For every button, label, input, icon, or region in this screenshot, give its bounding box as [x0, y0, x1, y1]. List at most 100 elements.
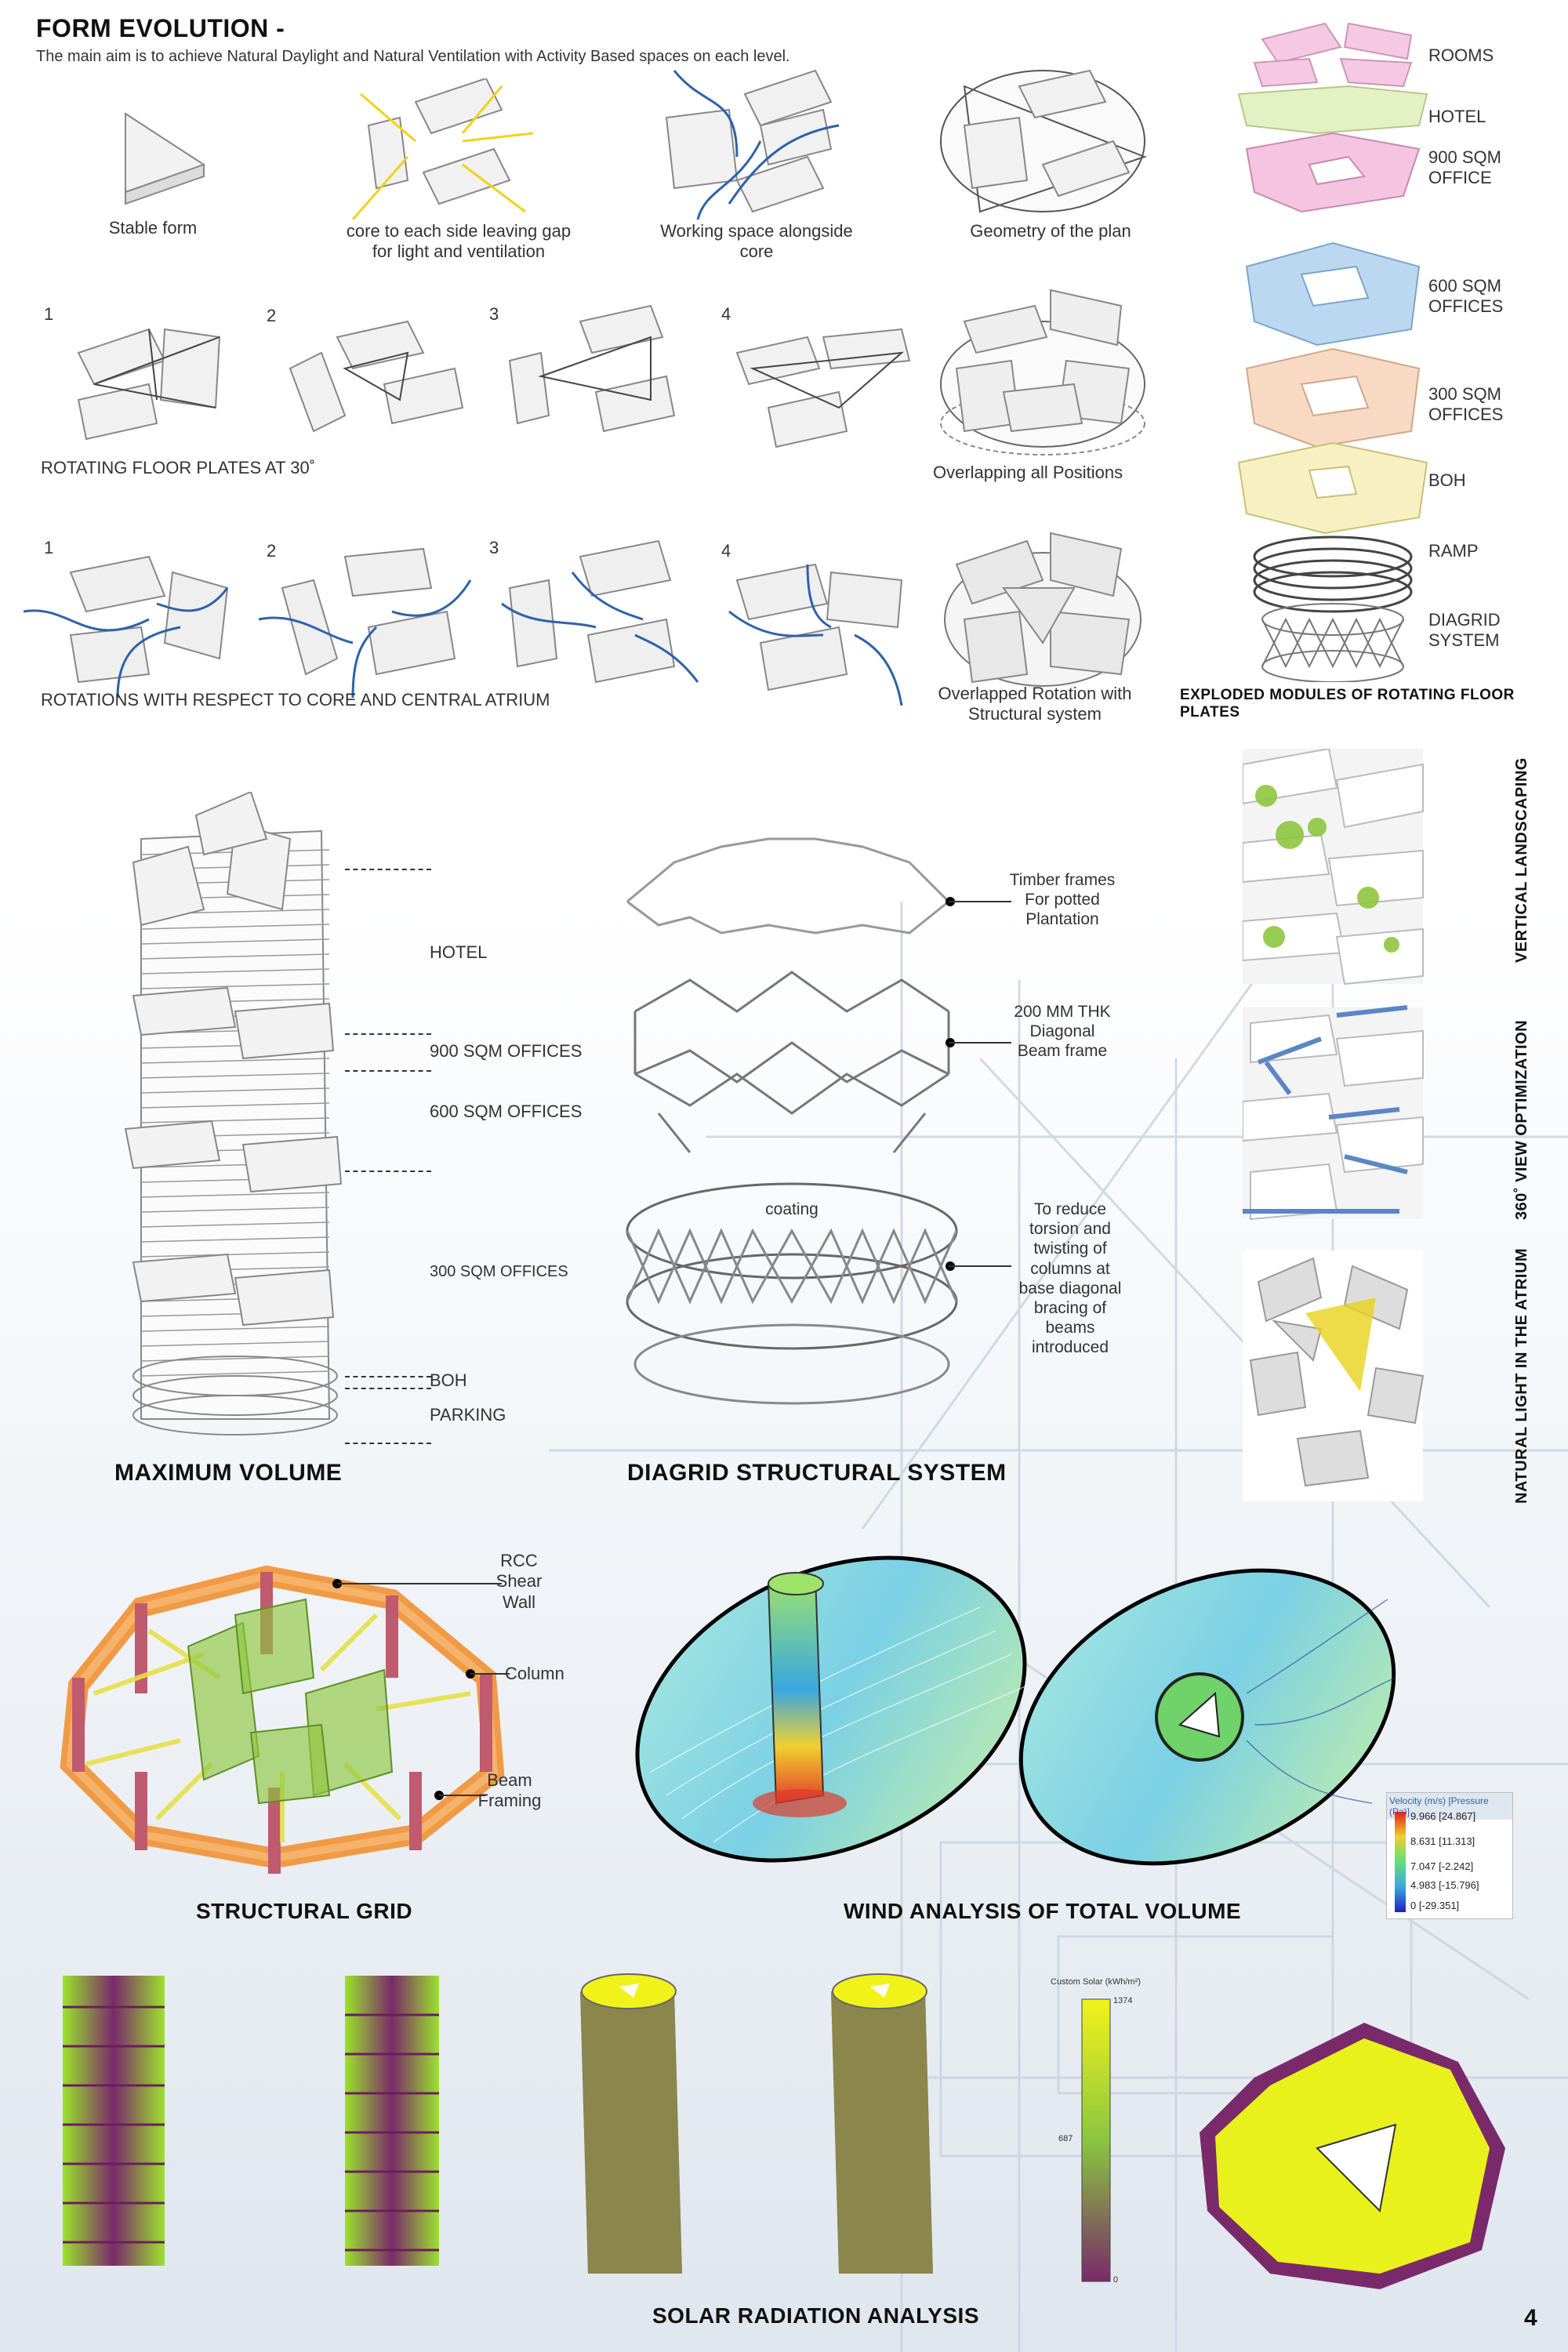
wind-legend-value-2: 8.631 [11.313] — [1410, 1835, 1475, 1847]
structural-label-column: Column — [505, 1664, 564, 1683]
solar-legend-min: 0 — [1113, 2275, 1119, 2285]
diagrid-torsion-label: To reduce torsion and twisting of column… — [1018, 1200, 1122, 1357]
core-rotation-number-4: 4 — [721, 541, 731, 561]
tower-floor-line — [140, 1236, 330, 1243]
tower-floor-line — [140, 1326, 330, 1332]
exploded-modules-title: EXPLODED MODULES OF ROTATING FLOOR PLATE… — [1180, 687, 1515, 720]
tower-floor-line — [140, 1251, 330, 1258]
overlapping-positions-diagram — [940, 289, 1145, 456]
rotation-number-3: 3 — [489, 304, 499, 324]
exploded-label-rooms: ROOMS — [1428, 45, 1494, 65]
level-marker-hotel-bottom — [345, 1033, 431, 1035]
tower-floor-line — [140, 1058, 330, 1064]
maximum-volume-tower — [124, 792, 343, 1436]
structural-label-beam: Beam Framing — [477, 1770, 542, 1811]
natural-light-label: NATURAL LIGHT IN THE ATRIUM — [1513, 1247, 1530, 1504]
exploded-label-600-offices: 600 SQM OFFICES — [1428, 276, 1504, 317]
tower-floor-line — [140, 1341, 330, 1347]
level-marker-hotel-top — [345, 869, 431, 870]
rotations-core-label: ROTATIONS WITH RESPECT TO CORE AND CENTR… — [41, 690, 550, 710]
rotation-number-4: 4 — [721, 304, 731, 324]
overlapped-rotation-diagram — [944, 532, 1142, 687]
exploded-label-300-offices: 300 SQM OFFICES — [1428, 384, 1504, 425]
structural-grid-title: STRUCTURAL GRID — [196, 1899, 413, 1923]
wind-analysis-renders — [635, 1555, 1396, 1866]
tower-floor-line — [140, 1102, 330, 1109]
diagrid-beam-label: 200 MM THK Diagonal Beam frame — [1014, 1003, 1111, 1061]
page-number: 4 — [1524, 2305, 1538, 2331]
tower-floor-line — [140, 1087, 330, 1094]
tower-floor-line — [140, 968, 330, 975]
diagrid-coating-label: coating — [765, 1200, 818, 1218]
wind-legend-value-5: 0 [-29.351] — [1410, 1900, 1460, 1911]
wind-legend: Velocity (m/s) [Pressure (Pa)] 9.966 [24… — [1386, 1792, 1513, 1919]
core-rotation-number-2: 2 — [267, 541, 277, 561]
plan-geometry-label: Geometry of the plan — [970, 221, 1131, 241]
diagrid-timber-label: Timber frames For potted Plantation — [1009, 871, 1116, 929]
wind-legend-title: Velocity (m/s) [Pressure (Pa)] — [1387, 1793, 1512, 1820]
plan-geometry-diagram — [940, 69, 1147, 213]
max-volume-label-parking: PARKING — [430, 1405, 506, 1425]
tower-floor-line — [140, 1221, 330, 1228]
core-rotation-number-3: 3 — [489, 538, 499, 557]
wind-legend-value-3: 7.047 [-2.242] — [1410, 1860, 1474, 1872]
tower-floor-line — [140, 1117, 330, 1123]
level-marker-parking — [345, 1443, 431, 1444]
stable-form-diagram — [125, 112, 206, 205]
tower-floor-line — [140, 1207, 330, 1213]
level-marker-900 — [345, 1070, 431, 1072]
working-space-label: Working space alongside core — [660, 221, 853, 262]
level-marker-boh — [345, 1388, 431, 1389]
level-marker-600 — [345, 1171, 431, 1172]
tower-floor-line — [140, 953, 330, 960]
overlapping-positions-label: Overlapping all Positions — [933, 463, 1123, 482]
diagrid-structural-diagram — [626, 837, 958, 1405]
rotation-number-2: 2 — [267, 306, 277, 325]
wind-legend-bar — [1395, 1812, 1406, 1912]
exploded-modules-diagram — [1237, 22, 1428, 682]
overlapped-rotation-label: Overlapped Rotation with Structural syst… — [938, 684, 1132, 724]
solar-legend-max: 1374 — [1113, 1996, 1133, 2005]
solar-legend-title: Custom Solar (kWh/m²) — [1051, 1977, 1141, 1987]
solar-radiation-title: SOLAR RADIATION ANALYSIS — [652, 2303, 979, 2328]
level-marker-300 — [345, 1376, 431, 1377]
rotation-number-1: 1 — [44, 304, 54, 324]
exploded-label-900-office: 900 SQM OFFICE — [1428, 147, 1501, 188]
view-optimization-label: 360˚ VIEW OPTIMIZATION — [1513, 1019, 1530, 1220]
max-volume-label-300: 300 SQM OFFICES — [430, 1263, 568, 1280]
tower-floor-line — [140, 924, 330, 930]
core-rotation-number-1: 1 — [44, 538, 54, 557]
tower-floor-line — [140, 1073, 330, 1079]
solar-legend-mid: 687 — [1058, 2134, 1073, 2143]
diagrid-leader-lines — [949, 901, 1011, 1267]
wind-legend-value-4: 4.983 [-15.796] — [1410, 1879, 1479, 1891]
tower-floor-line — [140, 1370, 330, 1377]
exploded-label-boh: BOH — [1428, 470, 1466, 490]
solar-radiation-renders — [63, 1973, 1505, 2289]
wind-legend-value-1: 9.966 [24.867] — [1410, 1810, 1476, 1822]
tower-floor-line — [140, 1192, 330, 1198]
page-title: FORM EVOLUTION - — [36, 14, 285, 42]
max-volume-label-600: 600 SQM OFFICES — [430, 1102, 583, 1121]
page-subtitle: The main aim is to achieve Natural Dayli… — [36, 48, 790, 65]
core-gap-diagram — [351, 78, 534, 220]
rotating-plates-label: ROTATING FLOOR PLATES AT 30˚ — [41, 458, 316, 477]
stable-form-label: Stable form — [108, 218, 198, 238]
tower-floor-line — [140, 938, 330, 945]
side-strip-renders — [1243, 749, 1425, 1501]
max-volume-label-900: 900 SQM OFFICES — [430, 1041, 583, 1061]
working-space-diagram — [665, 69, 840, 220]
max-volume-label-hotel: HOTEL — [430, 942, 488, 962]
max-volume-label-boh: BOH — [430, 1370, 467, 1390]
core-rotation-diagrams — [24, 539, 903, 706]
structural-grid-diagram — [60, 1565, 510, 1874]
core-gap-label: core to each side leaving gap for light … — [346, 221, 572, 262]
tower-floor-line — [140, 983, 330, 989]
rotating-plates-diagrams — [77, 304, 911, 448]
diagrid-title: DIAGRID STRUCTURAL SYSTEM — [627, 1460, 1007, 1486]
structural-label-shear-wall: RCC Shear Wall — [495, 1551, 543, 1612]
exploded-label-diagrid: DIAGRID SYSTEM — [1428, 610, 1501, 651]
exploded-label-ramp: RAMP — [1428, 541, 1479, 561]
vertical-landscaping-label: VERTICAL LANDSCAPING — [1513, 757, 1530, 963]
